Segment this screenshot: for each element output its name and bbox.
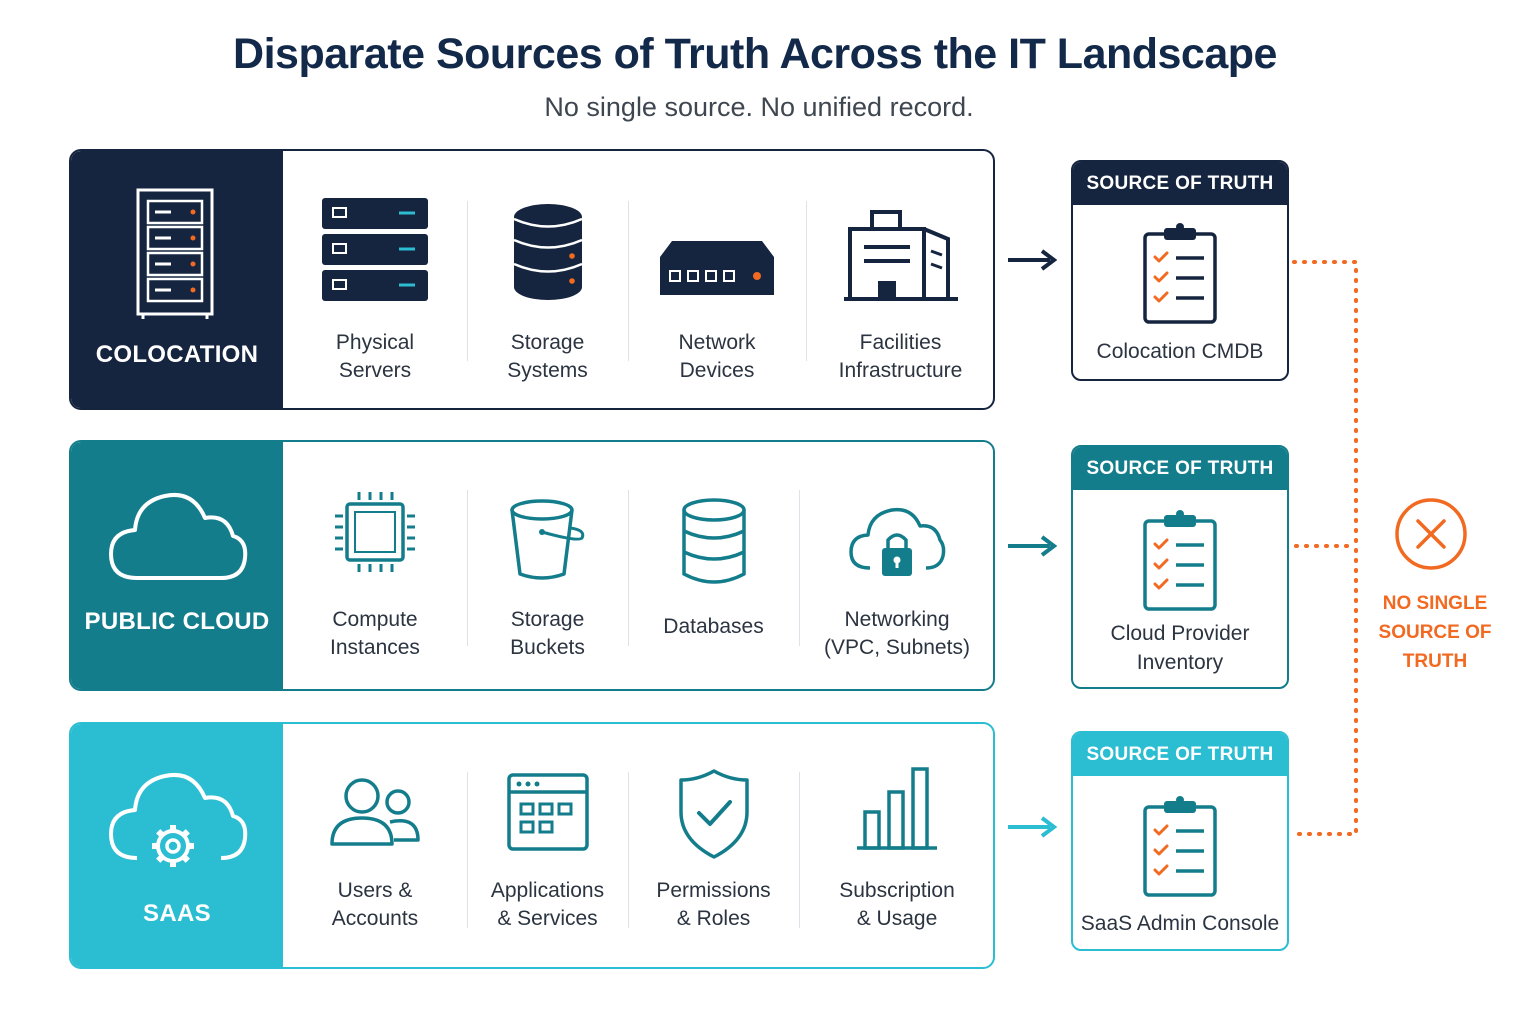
bar-chart-icon: [857, 767, 937, 850]
row-label-colocation: COLOCATION: [71, 151, 283, 408]
item-label: Physical Servers: [335, 331, 415, 382]
server-rack-icon: [136, 188, 214, 319]
source-name: Colocation CMDB: [1096, 340, 1264, 363]
source-header: SOURCE OF TRUTH: [1073, 447, 1287, 490]
divider: [806, 201, 807, 361]
cloud-lock-icon: [849, 507, 946, 576]
item-label: Storage Systems: [507, 331, 588, 382]
item-subscription-usage: Subscription & Usage: [799, 724, 993, 967]
item-permissions-roles: Permissions & Roles: [628, 724, 799, 967]
arrow-right-icon: [1008, 816, 1058, 838]
database-icon: [681, 498, 746, 584]
item-label: Users & Accounts: [331, 879, 419, 930]
item-label: Compute Instances: [330, 608, 420, 659]
row-colocation: COLOCATION Physical Servers Storage: [69, 149, 995, 410]
clipboard-checklist-icon: [1143, 510, 1217, 611]
item-label: Applications & Services: [490, 879, 605, 930]
item-label: Network Devices: [678, 331, 756, 382]
users-icon: [330, 778, 420, 846]
clipboard-checklist-icon: [1143, 223, 1217, 324]
item-physical-servers: Physical Servers: [283, 151, 467, 408]
item-applications-services: Applications & Services: [467, 724, 628, 967]
no-single-source-label: NO SINGLE SOURCE OF TRUTH: [1378, 593, 1492, 672]
item-facilities-infrastructure: Facilities Infrastructure: [806, 151, 993, 408]
item-networking: Networking (VPC, Subnets): [799, 442, 993, 689]
item-label: Subscription & Usage: [839, 879, 955, 930]
item-label: Databases: [663, 615, 764, 638]
source-name: Cloud Provider Inventory: [1110, 622, 1250, 674]
divider: [467, 201, 468, 361]
cloud-icon: [109, 493, 248, 580]
item-label: Facilities Infrastructure: [838, 331, 963, 382]
item-users-accounts: Users & Accounts: [283, 724, 467, 967]
servers-icon: [322, 198, 428, 301]
row-label-saas: SAAS: [71, 724, 283, 967]
divider: [467, 490, 468, 646]
item-network-devices: Network Devices: [628, 151, 806, 408]
divider: [628, 201, 629, 361]
network-device-icon: [660, 241, 774, 295]
source-of-truth-colocation: SOURCE OF TRUTH Colocation CMDB: [1071, 160, 1289, 381]
row-label-public-cloud: PUBLIC CLOUD: [71, 442, 283, 689]
arrow-right-icon: [1008, 249, 1058, 271]
divider: [799, 490, 800, 646]
item-storage-systems: Storage Systems: [467, 151, 628, 408]
page-title: Disparate Sources of Truth Across the IT…: [233, 30, 1277, 78]
item-compute-instances: Compute Instances: [283, 442, 467, 689]
row-label-text: PUBLIC CLOUD: [84, 608, 270, 635]
row-public-cloud: PUBLIC CLOUD Compute Instances Storage B…: [69, 440, 995, 691]
row-saas: SAAS Users & Accounts Applications & Ser…: [69, 722, 995, 969]
divider: [799, 772, 800, 928]
app-window-icon: [506, 773, 589, 851]
row-label-text: COLOCATION: [95, 341, 259, 368]
source-of-truth-cloud: SOURCE OF TRUTH Cloud Provider Inventory: [1071, 445, 1289, 689]
divider: [467, 772, 468, 928]
row-label-text: SAAS: [143, 900, 211, 927]
divider: [628, 490, 629, 646]
building-icon: [843, 210, 958, 301]
source-name: SaaS Admin Console: [1080, 912, 1280, 935]
arrow-right-icon: [1008, 535, 1058, 557]
divider: [628, 772, 629, 928]
clipboard-checklist-icon: [1143, 796, 1217, 897]
item-label: Networking (VPC, Subnets): [824, 608, 970, 659]
cloud-gear-icon: [109, 773, 248, 867]
item-databases: Databases: [628, 442, 799, 689]
page-subtitle: No single source. No unified record.: [544, 92, 974, 122]
bucket-icon: [509, 499, 584, 580]
shield-check-icon: [678, 769, 749, 859]
item-storage-buckets: Storage Buckets: [467, 442, 628, 689]
source-header: SOURCE OF TRUTH: [1073, 162, 1287, 205]
storage-systems-icon: [512, 204, 583, 300]
item-label: Permissions & Roles: [656, 879, 771, 930]
x-circle-icon: [1395, 498, 1467, 570]
cpu-chip-icon: [335, 492, 415, 572]
source-header: SOURCE OF TRUTH: [1073, 733, 1287, 776]
source-of-truth-saas: SOURCE OF TRUTH SaaS Admin Console: [1071, 731, 1289, 951]
item-label: Storage Buckets: [510, 608, 585, 659]
